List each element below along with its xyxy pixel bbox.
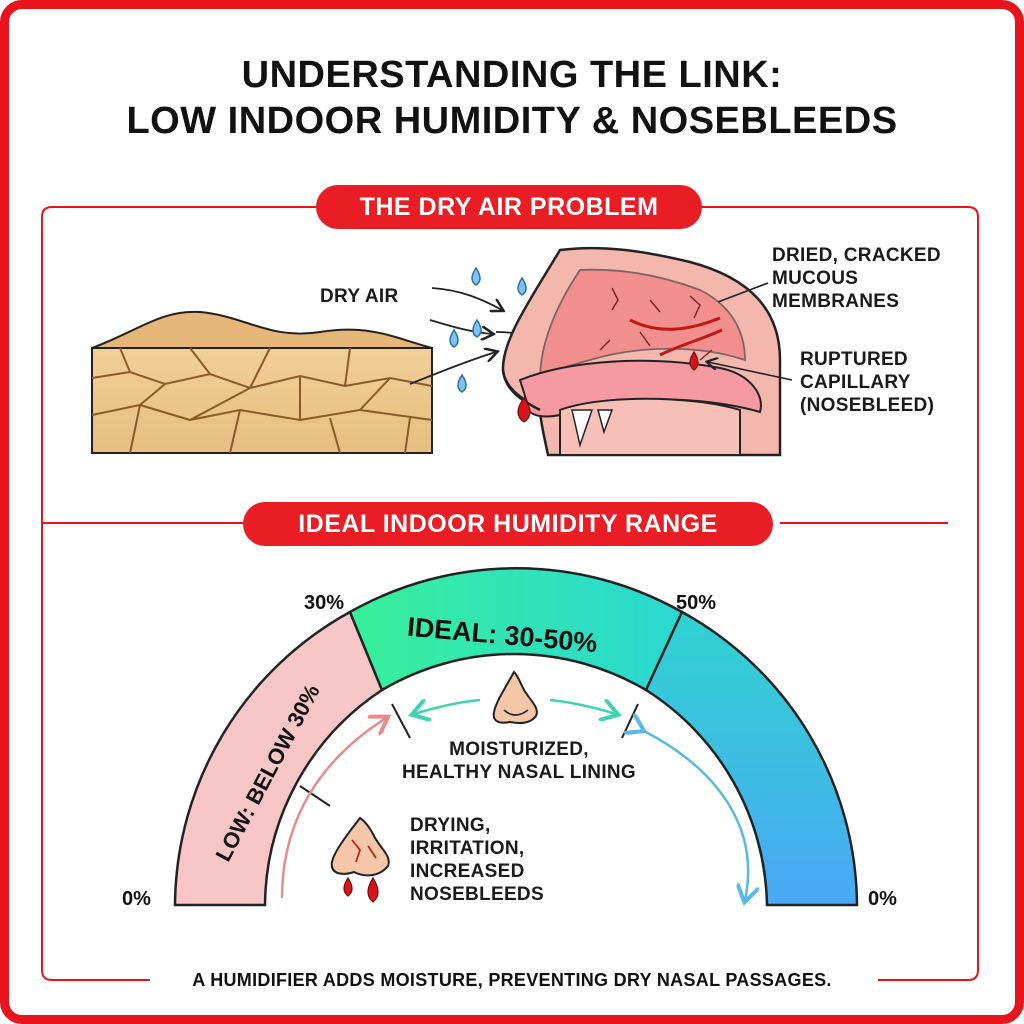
tick-label-50: 50% (676, 592, 717, 614)
capillary-label-line-3: (NOSEBLEED) (800, 395, 935, 416)
dry-label-line-3: INCREASED (410, 861, 525, 882)
footer-note: A HUMIDIFIER ADDS MOISTURE, PREVENTING D… (192, 970, 832, 990)
capillary-label: RUPTURED CAPILLARY (NOSEBLEED) (800, 348, 934, 417)
dry-label-line-4: NOSEBLEEDS (410, 884, 544, 905)
title-line-1: UNDERSTANDING THE LINK: (241, 54, 783, 96)
membranes-label-line-2: MUCOUS (772, 268, 859, 289)
dry-air-label: DRY AIR (320, 286, 399, 307)
membranes-label-line-1: DRIED, CRACKED (772, 245, 941, 266)
membranes-label-line-3: MEMBRANES (772, 291, 900, 312)
section-heading-humidity: IDEAL INDOOR HUMIDITY RANGE (243, 502, 773, 546)
right-end-label: 0% (868, 888, 897, 910)
blood-drops-icon (343, 876, 379, 903)
capillary-label-line-1: RUPTURED (800, 349, 908, 370)
blood-drops-nose (517, 350, 699, 423)
healthy-lining-label: MOISTURIZED, HEALTHY NASAL LINING (394, 738, 644, 784)
left-end-label: 0% (122, 888, 151, 910)
tick-label-30: 30% (304, 592, 345, 614)
section-box-dry-air (41, 206, 979, 981)
cracked-desert-illustration (91, 310, 433, 454)
title-line-2: LOW INDOOR HUMIDITY & NOSEBLEEDS (126, 100, 898, 142)
gauge-arrows (280, 698, 748, 900)
capillary-label-line-2: CAPILLARY (800, 372, 911, 393)
membranes-label: DRIED, CRACKED MUCOUS MEMBRANES (772, 244, 941, 313)
section-heading-dry-air: THE DRY AIR PROBLEM (316, 185, 702, 229)
healthy-label-line-1: MOISTURIZED, (449, 739, 589, 760)
label-pointer-lines (708, 282, 793, 381)
dry-effects-label: DRYING, IRRITATION, INCREASED NOSEBLEEDS (410, 814, 544, 906)
dry-label-line-2: IRRITATION, (410, 838, 525, 859)
healthy-nose-icon (492, 670, 538, 725)
dry-label-line-1: DRYING, (410, 815, 491, 836)
healthy-label-line-2: HEALTHY NASAL LINING (401, 762, 636, 783)
irritated-nose-icon (330, 816, 390, 877)
nasal-cross-section (501, 246, 782, 457)
